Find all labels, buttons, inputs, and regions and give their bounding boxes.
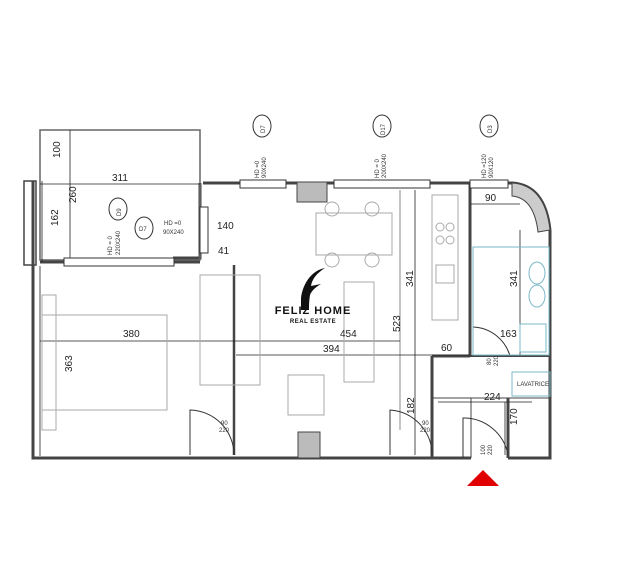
brand-name: FELIZ HOME xyxy=(275,305,352,317)
bath-fixtures xyxy=(472,246,551,397)
door-arc xyxy=(462,417,509,458)
laundry-label: LAVATRICE xyxy=(517,382,549,388)
dim-hall-60: 60 xyxy=(441,343,453,354)
walls xyxy=(23,129,552,460)
window-tag: D9 xyxy=(117,208,123,216)
door-arc xyxy=(472,326,511,357)
dim-bath-width: 90 xyxy=(485,193,497,204)
dim-bedroom-width: 380 xyxy=(123,329,140,340)
window-spec: HD =120 xyxy=(482,153,488,178)
outer-wall xyxy=(31,181,471,460)
window-tag: D7 xyxy=(139,227,147,233)
dining-table xyxy=(315,212,393,256)
dim-living-width: 454 xyxy=(340,329,357,340)
dim-bath-depth: 341 xyxy=(509,270,520,287)
entrance-marker xyxy=(467,470,499,486)
door-width: 80 xyxy=(487,358,493,365)
window-size: 90X120 xyxy=(489,157,495,178)
outer-wall-right xyxy=(508,230,552,460)
door-labels: 90 220 90 220 80 220 100 220 xyxy=(219,355,500,455)
window-tag: D3 xyxy=(488,125,494,133)
window-tags xyxy=(108,114,499,240)
sink xyxy=(519,323,547,353)
window-size: 220X240 xyxy=(116,230,122,255)
logo-mark xyxy=(301,268,325,310)
dim-living-total: 394 xyxy=(323,344,340,355)
doors xyxy=(189,326,511,458)
window-tag: D7 xyxy=(261,125,267,133)
dim-left-wall: 162 xyxy=(50,209,61,226)
brand-tagline: REAL ESTATE xyxy=(290,319,336,325)
dim-hall-224: 224 xyxy=(484,392,501,403)
window-spec: HD =0 xyxy=(164,221,182,227)
window-spec: HD =0 xyxy=(255,160,261,178)
dim-kitchen-depth: 341 xyxy=(405,270,416,287)
window-size: 90X240 xyxy=(163,230,184,236)
window-tag-labels: D7 HD =0 90X240 D17 HD = 0 200X240 D3 HD… xyxy=(108,123,495,255)
door-width: 90 xyxy=(422,421,429,427)
dim-window-41: 41 xyxy=(218,246,230,257)
furniture xyxy=(41,194,459,431)
dim-window-140: 140 xyxy=(217,221,234,232)
kitchen-counter xyxy=(431,194,459,321)
door-height: 220 xyxy=(494,355,500,366)
door-height: 220 xyxy=(219,428,230,434)
window-size: 90X240 xyxy=(262,157,268,178)
dim-hall-182: 182 xyxy=(406,397,417,414)
window-spec: HD = 0 xyxy=(375,158,381,178)
dimension-labels: 100 311 260 162 140 41 380 363 454 394 3… xyxy=(50,141,520,425)
laundry-box xyxy=(511,371,551,397)
dim-hall-170: 170 xyxy=(509,408,520,425)
dim-living-depth: 523 xyxy=(392,315,403,332)
toilet xyxy=(528,261,546,285)
brand-logo: FELIZ HOME REAL ESTATE xyxy=(275,268,352,325)
door-width: 90 xyxy=(221,421,228,427)
door-height: 220 xyxy=(420,428,431,434)
bed xyxy=(41,314,168,411)
dim-balcony-width: 311 xyxy=(112,173,128,184)
door-arc xyxy=(389,409,433,456)
door-height: 220 xyxy=(488,444,494,455)
bidet xyxy=(528,284,546,308)
door-arc xyxy=(189,409,235,456)
dim-balcony-depth: 260 xyxy=(68,186,79,203)
columns xyxy=(296,181,551,459)
dim-bath-163: 163 xyxy=(500,329,517,340)
window-spec: HD = 0 xyxy=(108,235,114,255)
sofa xyxy=(343,281,375,383)
dim-balcony-top: 100 xyxy=(52,141,63,158)
door-width: 100 xyxy=(481,444,487,455)
windows xyxy=(63,179,509,267)
window-size: 200X240 xyxy=(382,153,388,178)
dim-bedroom-depth: 363 xyxy=(64,355,75,372)
window-tag: D17 xyxy=(381,123,387,135)
